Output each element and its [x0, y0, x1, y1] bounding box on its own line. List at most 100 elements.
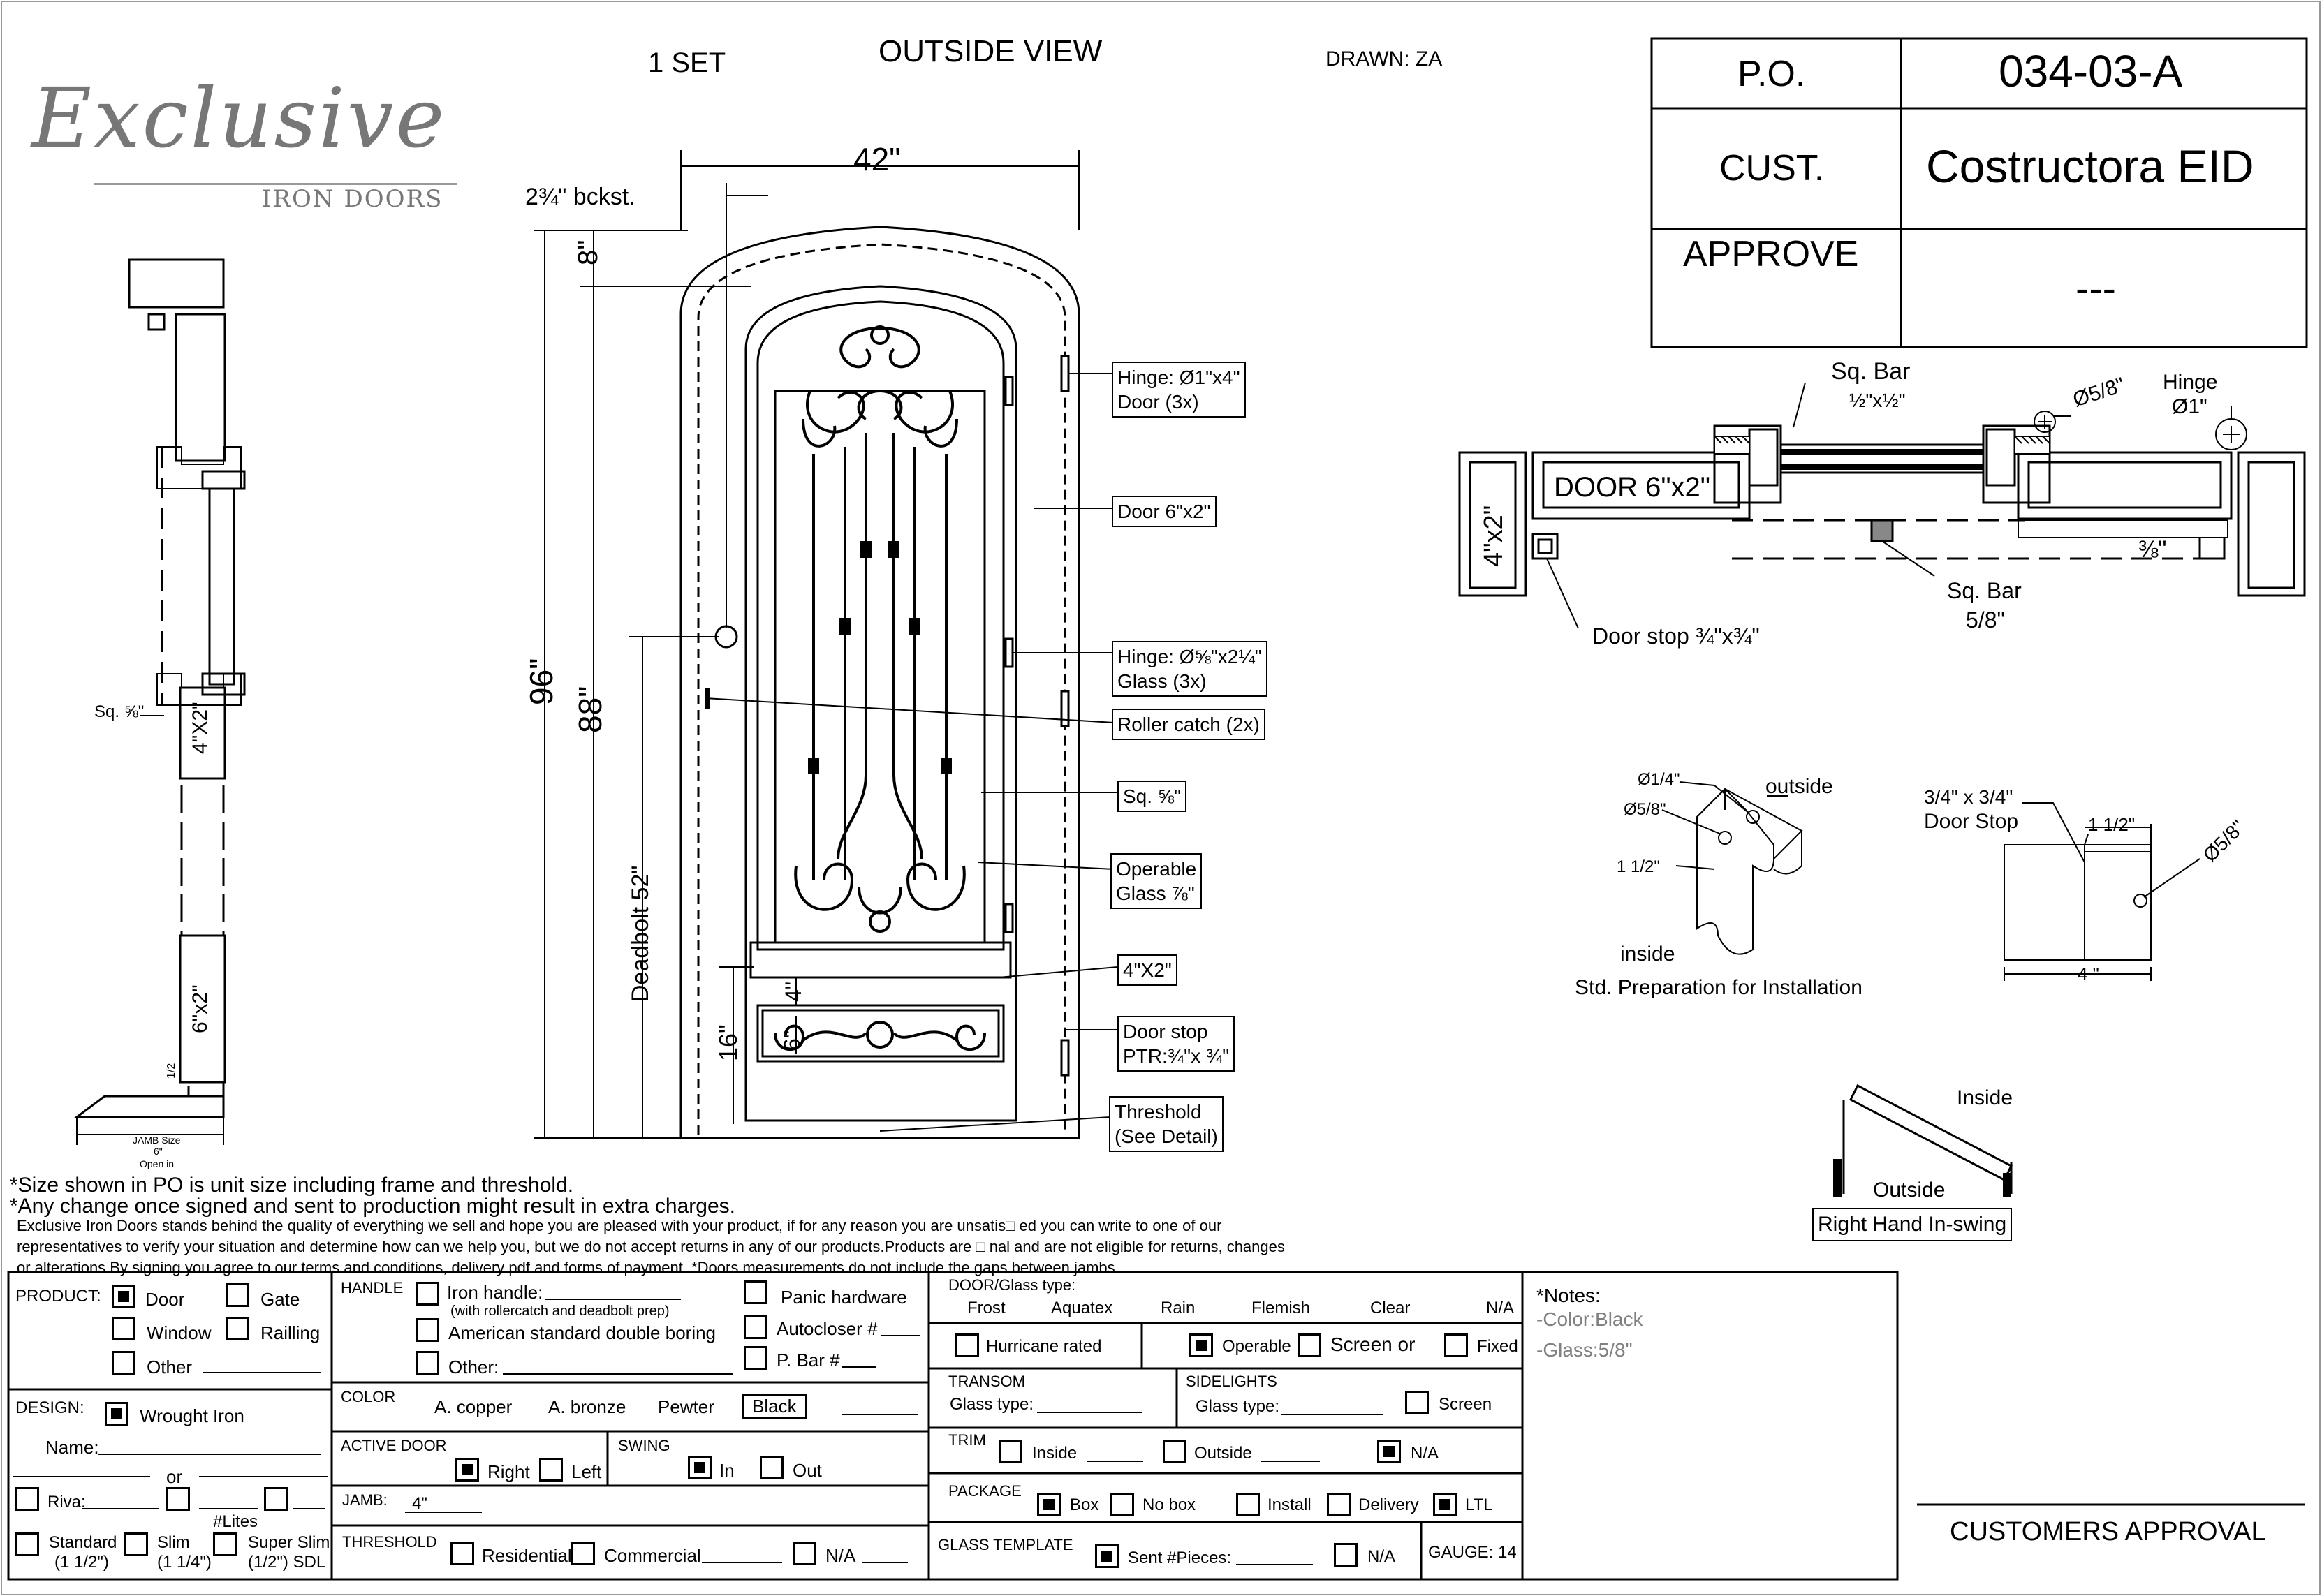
transom-glass-field[interactable] — [1037, 1412, 1142, 1413]
american-label: American standard double boring — [448, 1322, 717, 1343]
callout-kick-panel: 4"X2" — [1117, 954, 1177, 986]
trim-inside-checkbox[interactable] — [999, 1440, 1022, 1463]
glass-template-na-checkbox[interactable] — [1334, 1543, 1358, 1567]
trim-inside-field[interactable] — [1087, 1461, 1143, 1462]
lites-label: #Lites — [213, 1512, 258, 1531]
screen-or-checkbox[interactable] — [1298, 1333, 1321, 1357]
glass-template-sent-checkbox[interactable] — [1095, 1544, 1119, 1568]
package-install-checkbox[interactable] — [1236, 1493, 1260, 1516]
package-nobox-checkbox[interactable] — [1110, 1493, 1134, 1516]
screen-checkbox[interactable] — [1405, 1391, 1429, 1414]
panic-checkbox[interactable] — [744, 1280, 767, 1304]
sidelights-label: SIDELIGHTS — [1186, 1373, 1277, 1390]
slim-sub: (1 1/4") — [157, 1553, 212, 1572]
notes-glass: -Glass:5/8" — [1536, 1339, 1633, 1361]
sidelights-glass-field[interactable] — [1281, 1414, 1383, 1415]
product-railing-checkbox[interactable] — [226, 1317, 249, 1340]
hurricane-checkbox[interactable] — [955, 1333, 979, 1357]
package-install-label: Install — [1267, 1495, 1311, 1514]
note-warranty-1: Exclusive Iron Doors stands behind the q… — [17, 1217, 1222, 1234]
swing-inside: Inside — [1957, 1086, 2013, 1109]
plan-door-stop: Door stop ¾"x¾" — [1592, 623, 1760, 649]
handle-other-label: Other: — [448, 1357, 499, 1377]
callout-door-size: Door 6"x2" — [1112, 496, 1217, 527]
threshold-residential-checkbox[interactable] — [450, 1542, 474, 1565]
color-black-selected[interactable]: Black — [742, 1394, 807, 1419]
side-frame-lower: 6"x2" — [189, 984, 212, 1033]
handle-other-field[interactable] — [503, 1373, 733, 1375]
design-name-label: Name: — [45, 1437, 99, 1458]
glass-rain: Rain — [1161, 1299, 1196, 1317]
pbar-checkbox[interactable] — [744, 1346, 767, 1370]
jamb-field[interactable] — [405, 1512, 482, 1513]
standard-sub: (1 1/2") — [54, 1553, 109, 1572]
glass-template-sent-field[interactable] — [1236, 1564, 1313, 1565]
callout-door-hinge: Hinge: Ø1"x4"Door (3x) — [1112, 362, 1246, 418]
pbar-field[interactable] — [842, 1366, 876, 1368]
package-box-checkbox[interactable] — [1037, 1493, 1061, 1516]
iron-handle-checkbox[interactable] — [416, 1282, 439, 1306]
american-checkbox[interactable] — [416, 1318, 439, 1342]
autocloser-checkbox[interactable] — [744, 1315, 767, 1339]
swing-out-checkbox[interactable] — [760, 1456, 784, 1479]
plan-sq-bar2-size: 5/8" — [1966, 607, 2005, 633]
plan-frame-size: 4"x2" — [1479, 505, 1508, 567]
callout-glass-hinge: Hinge: Ø⅝"x2¼"Glass (3x) — [1112, 641, 1267, 697]
active-right-checkbox[interactable] — [455, 1458, 479, 1482]
glass-clear: Clear — [1370, 1299, 1411, 1317]
swing-in-checkbox[interactable] — [688, 1456, 712, 1479]
trim-outside-field[interactable] — [1261, 1461, 1320, 1462]
active-door-label: ACTIVE DOOR — [341, 1437, 447, 1454]
threshold-commercial-checkbox[interactable] — [571, 1542, 595, 1565]
product-door-checkbox[interactable] — [112, 1285, 135, 1308]
riva-option2-checkbox[interactable] — [264, 1487, 288, 1511]
product-window-label: Window — [147, 1322, 212, 1343]
design-name-field[interactable] — [98, 1454, 321, 1455]
threshold-residential-label: Residential — [482, 1545, 572, 1566]
side-jamb-value: 6" — [154, 1146, 163, 1157]
note-warranty-2: representatives to verify your situation… — [17, 1238, 1285, 1255]
active-left-label: Left — [571, 1461, 602, 1482]
package-delivery-checkbox[interactable] — [1327, 1493, 1351, 1516]
prep-dia-14: Ø1/4" — [1638, 770, 1680, 789]
cust-value: Costructora EID — [1926, 140, 2254, 192]
iron-handle-field[interactable] — [545, 1299, 681, 1300]
autocloser-field[interactable] — [881, 1335, 920, 1336]
product-gate-checkbox[interactable] — [226, 1283, 249, 1307]
riva-field-2[interactable] — [199, 1508, 258, 1509]
handle-other-checkbox[interactable] — [416, 1351, 439, 1375]
product-other-checkbox[interactable] — [112, 1351, 135, 1375]
iron-handle-label: Iron handle: — [447, 1282, 543, 1303]
color-other-field[interactable] — [842, 1414, 918, 1415]
jamb-label: JAMB: — [342, 1491, 388, 1509]
product-window-checkbox[interactable] — [112, 1317, 135, 1340]
slim-checkbox[interactable] — [124, 1532, 148, 1556]
product-other-field[interactable] — [203, 1372, 321, 1373]
riva-option-checkbox[interactable] — [166, 1487, 190, 1511]
glass-template-sent-label: Sent #Pieces: — [1128, 1549, 1232, 1567]
design-or: or — [166, 1466, 183, 1487]
trim-outside-checkbox[interactable] — [1163, 1440, 1186, 1463]
prep-dim: 1 1/2" — [1617, 857, 1660, 876]
jamb-value[interactable]: 4" — [412, 1494, 427, 1513]
design-wrought-iron-checkbox[interactable] — [105, 1402, 128, 1426]
super-slim-checkbox[interactable] — [213, 1532, 237, 1556]
riva-field-3[interactable] — [293, 1508, 325, 1509]
threshold-na-checkbox[interactable] — [793, 1542, 816, 1565]
product-railing-label: Railling — [260, 1322, 321, 1343]
side-frame-upper: 4"X2" — [189, 702, 212, 754]
stop-dim: 1 1/2" — [2088, 814, 2136, 835]
active-left-checkbox[interactable] — [539, 1458, 563, 1482]
standard-checkbox[interactable] — [15, 1532, 39, 1556]
transom-label: TRANSOM — [948, 1373, 1025, 1390]
riva-checkbox[interactable] — [15, 1487, 39, 1511]
threshold-commercial-field[interactable] — [702, 1562, 782, 1563]
glass-aquatex: Aquatex — [1051, 1299, 1113, 1317]
threshold-na-field[interactable] — [862, 1562, 908, 1563]
trim-na-checkbox[interactable] — [1377, 1440, 1401, 1463]
operable-checkbox[interactable] — [1189, 1333, 1213, 1357]
package-ltl-checkbox[interactable] — [1433, 1493, 1457, 1516]
fixed-checkbox[interactable] — [1444, 1333, 1468, 1357]
riva-field-1[interactable] — [82, 1508, 159, 1509]
